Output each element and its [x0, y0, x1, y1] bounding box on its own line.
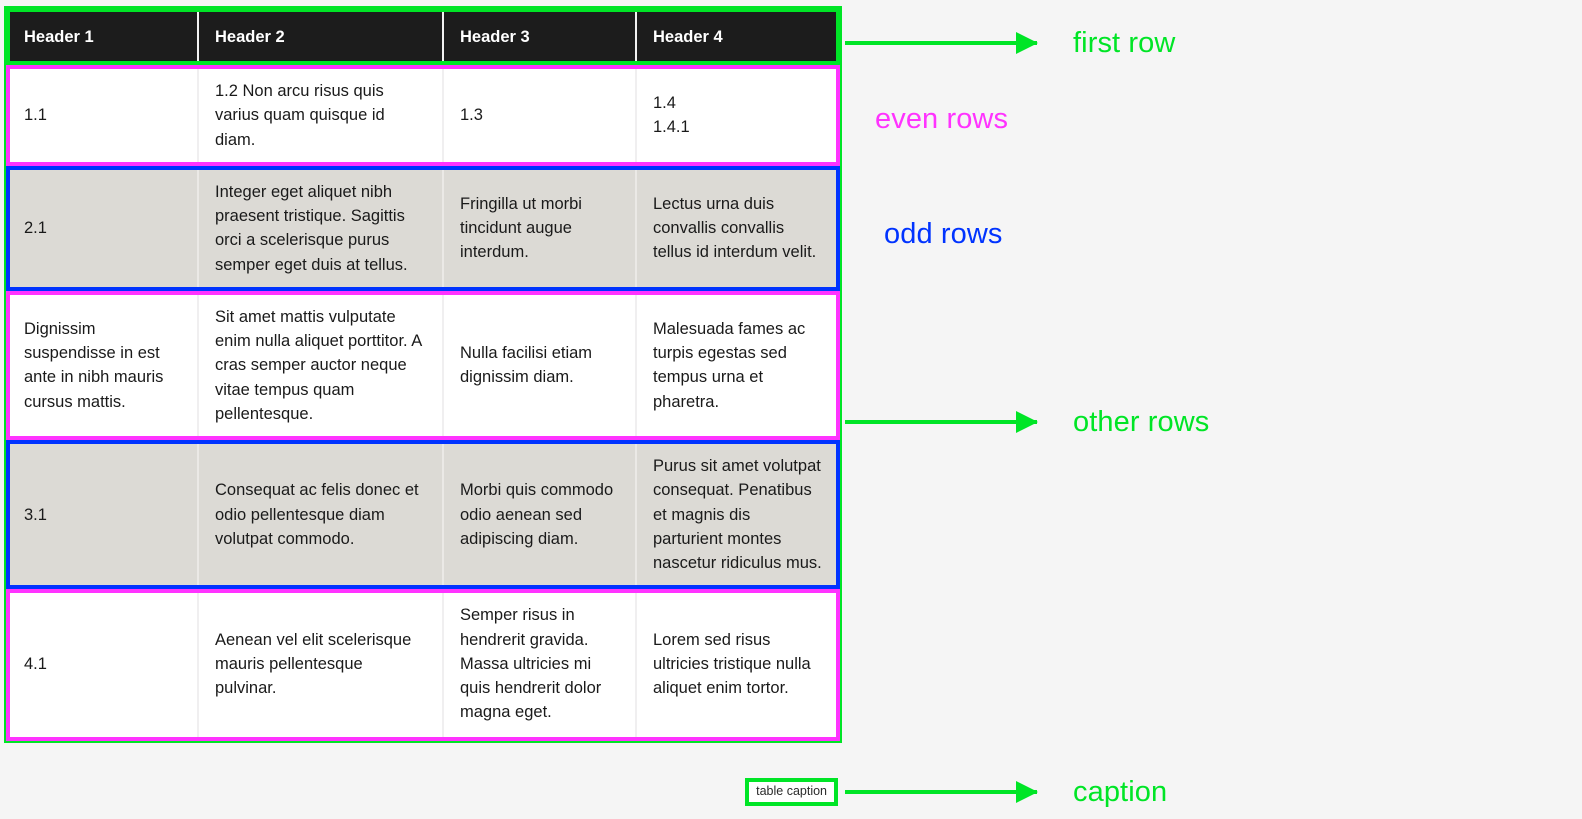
table-cell: Nulla facilisi etiam dignissim diam. — [442, 290, 636, 440]
arrow-right-icon — [845, 32, 1038, 54]
column-header-1[interactable]: Header 1 — [6, 8, 198, 65]
table-row: 4.1 Aenean vel elit scelerisque mauris p… — [6, 589, 840, 741]
table-cell: 1.3 — [442, 65, 636, 166]
table-cell: 1.2 Non arcu risus quis varius quam quis… — [197, 65, 443, 166]
table-cell: 1.1 — [24, 106, 47, 125]
table-head: Header 1 Header 2 Header 3 Header 4 — [6, 8, 840, 65]
column-header-4[interactable]: Header 4 — [635, 8, 840, 65]
table-cell: Morbi quis commodo odio aenean sed adipi… — [442, 440, 636, 590]
table-cell: Semper risus in hendrerit gravida. Massa… — [442, 589, 636, 741]
table-cell: 1.4 1.4.1 — [635, 65, 840, 166]
table-cell: Aenean vel elit scelerisque mauris pelle… — [197, 589, 443, 741]
caption-row: table caption — [4, 778, 838, 806]
table-caption: table caption — [745, 778, 838, 806]
table-row: 1.1 1.2 Non arcu risus quis varius quam … — [6, 65, 840, 166]
arrow-right-icon — [845, 411, 1038, 433]
table-container: Header 1 Header 2 Header 3 Header 4 1.1 … — [4, 6, 842, 743]
column-header-3[interactable]: Header 3 — [442, 8, 636, 65]
arrow-right-icon — [845, 781, 1038, 803]
table-cell: Purus sit amet volutpat consequat. Penat… — [635, 440, 840, 590]
table-cell: Dignissim suspendisse in est ante in nib… — [24, 319, 164, 411]
table-cell: Consequat ac felis donec et odio pellent… — [197, 440, 443, 590]
annotation-label: odd rows — [884, 217, 1003, 250]
column-header-2[interactable]: Header 2 — [197, 8, 443, 65]
table-cell: Malesuada fames ac turpis egestas sed te… — [635, 290, 840, 440]
table-cell: Sit amet mattis vulputate enim nulla ali… — [197, 290, 443, 440]
table-cell: Integer eget aliquet nibh praesent trist… — [197, 165, 443, 291]
table-cell: 2.1 — [24, 219, 47, 238]
table-cell: 4.1 — [24, 654, 47, 673]
table-body: 1.1 1.2 Non arcu risus quis varius quam … — [6, 65, 840, 741]
table-row: Dignissim suspendisse in est ante in nib… — [6, 290, 840, 440]
demo-table: Header 1 Header 2 Header 3 Header 4 1.1 … — [4, 6, 842, 743]
annotation-label: caption — [1073, 775, 1168, 808]
table-cell: Lectus urna duis convallis convallis tel… — [635, 165, 840, 291]
table-cell: 3.1 — [24, 505, 47, 524]
table-cell: Fringilla ut morbi tincidunt augue inter… — [442, 165, 636, 291]
table-row: 2.1 Integer eget aliquet nibh praesent t… — [6, 165, 840, 291]
annotation-label: first row — [1073, 26, 1176, 59]
table-cell: Lorem sed risus ultricies tristique null… — [635, 589, 840, 741]
table-row: 3.1 Consequat ac felis donec et odio pel… — [6, 440, 840, 590]
annotation-label: other rows — [1073, 405, 1210, 438]
annotation-label: even rows — [875, 102, 1009, 135]
header-row: Header 1 Header 2 Header 3 Header 4 — [6, 8, 840, 65]
